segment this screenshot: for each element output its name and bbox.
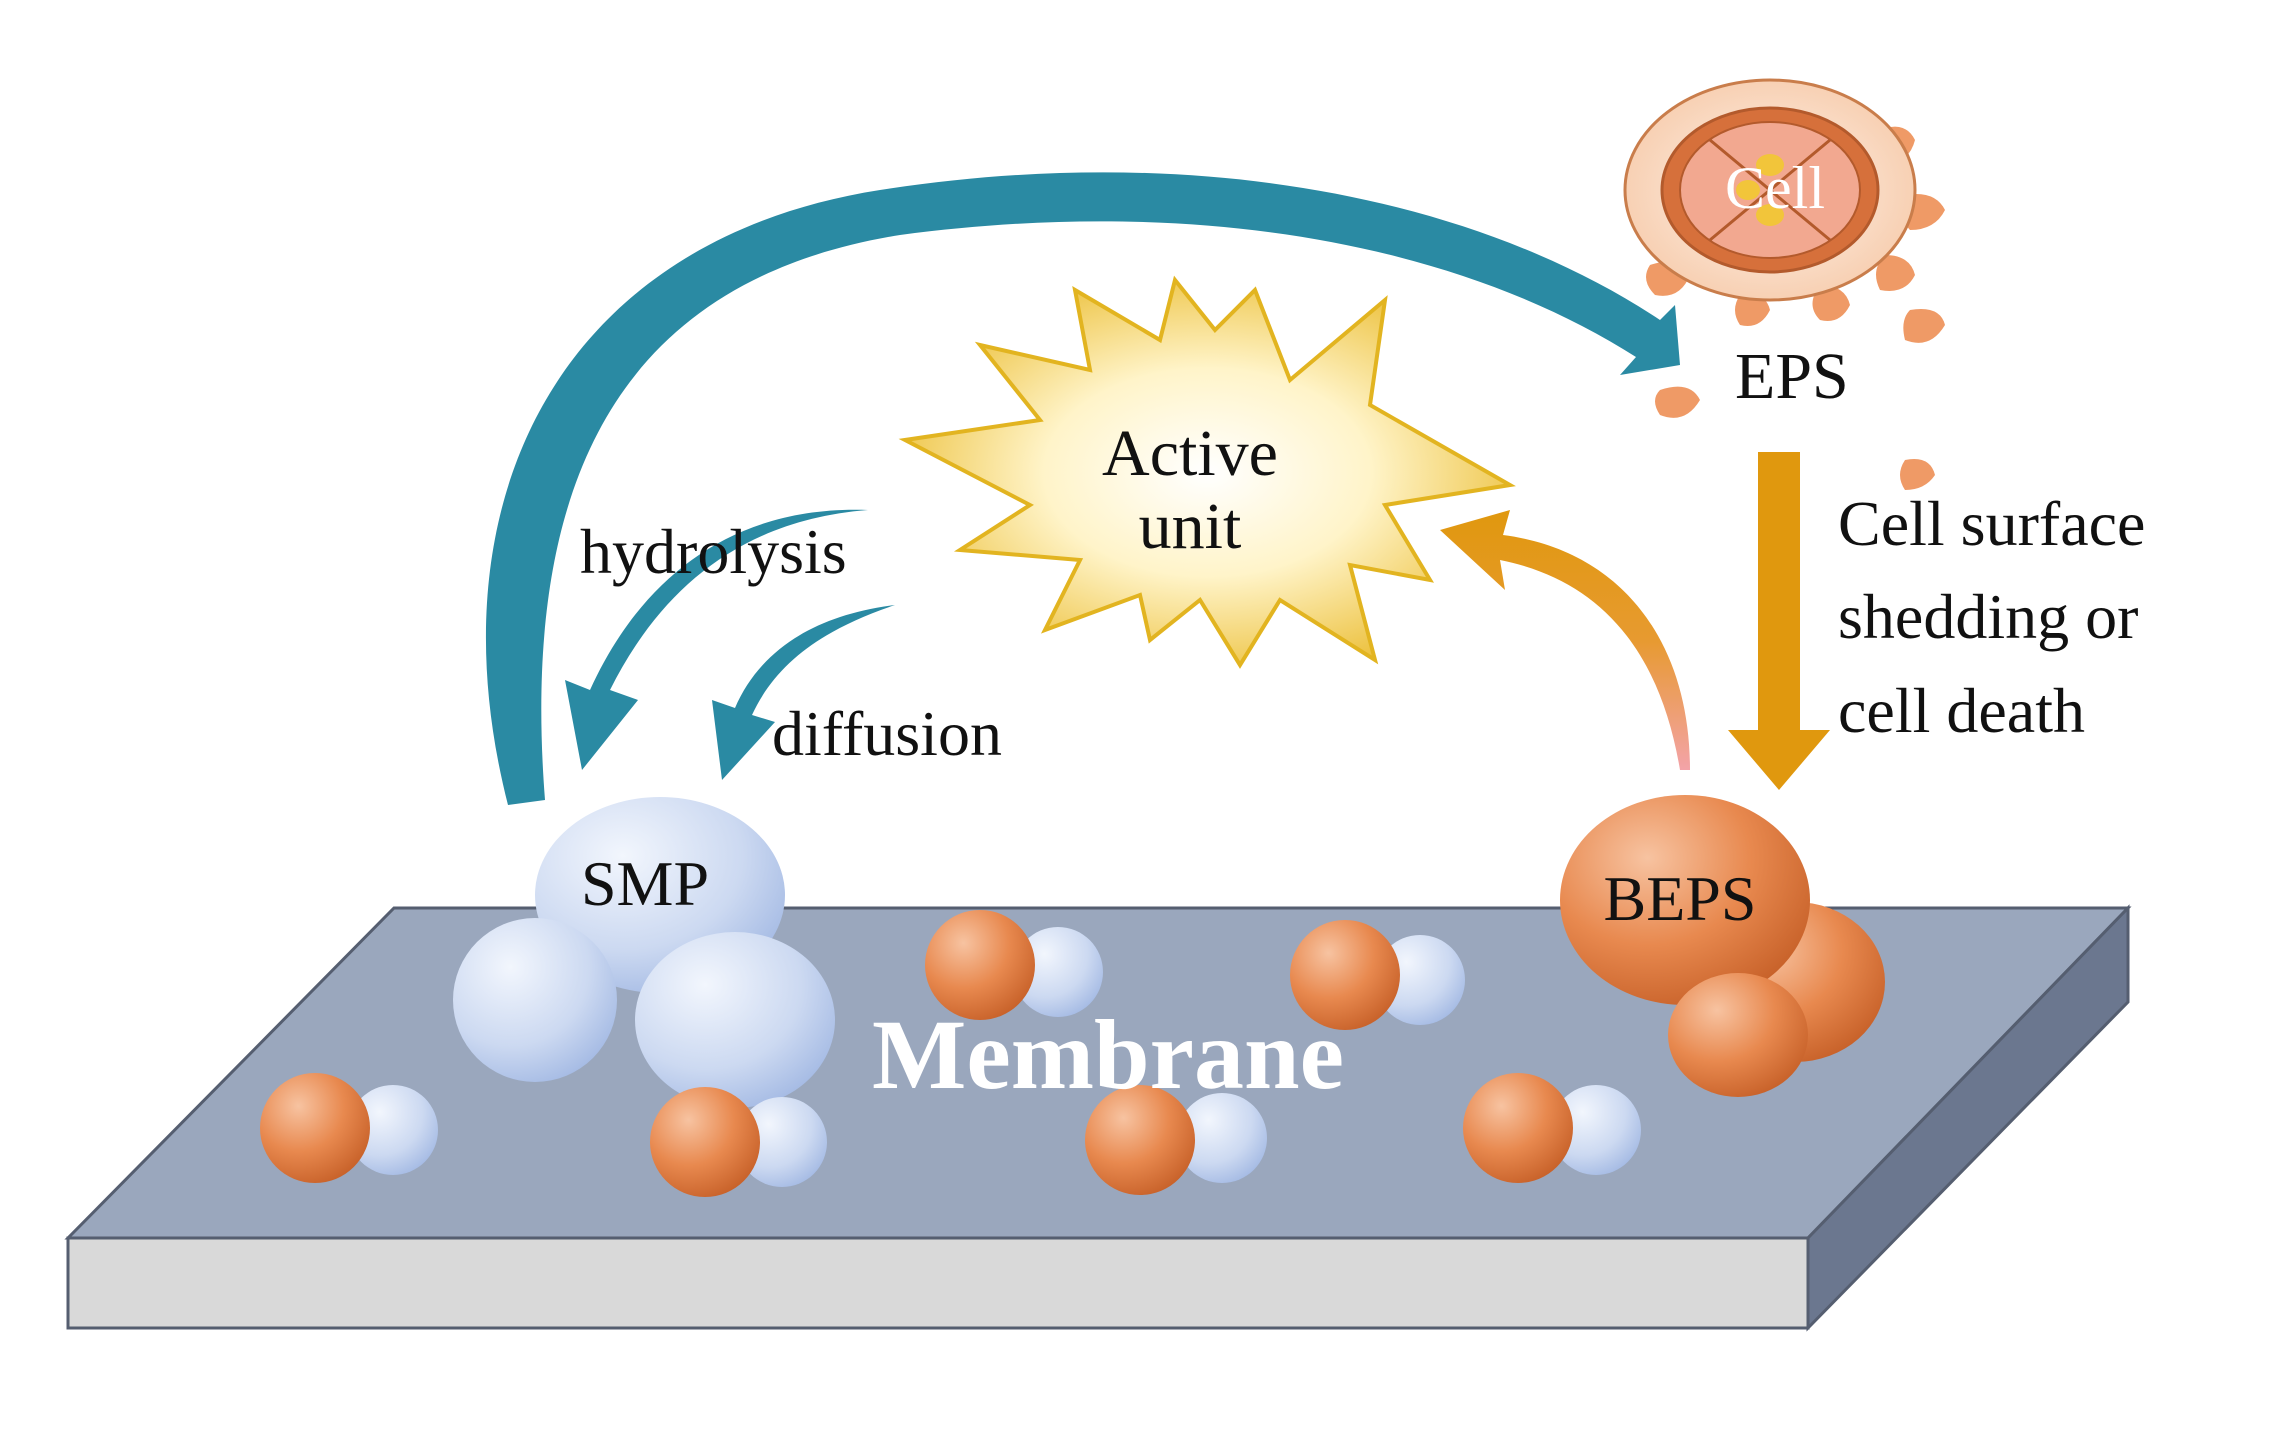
eps-label: EPS bbox=[1735, 340, 1849, 413]
smp-particle bbox=[453, 918, 617, 1082]
cell-label: Cell bbox=[1725, 155, 1825, 221]
smp-cluster: SMP bbox=[453, 797, 835, 1108]
smp-particle bbox=[635, 932, 835, 1108]
particle-pair bbox=[1085, 1085, 1267, 1195]
membrane-label: Membrane bbox=[872, 999, 1344, 1110]
hydrolysis-label: hydrolysis bbox=[580, 516, 847, 587]
particle-pair bbox=[1463, 1073, 1641, 1183]
particle-pairs bbox=[260, 910, 1641, 1197]
shedding-label-line3: cell death bbox=[1838, 675, 2085, 746]
beps-label: BEPS bbox=[1604, 863, 1757, 934]
arrow-eps-to-beps bbox=[1728, 452, 1830, 790]
arrow-hydrolysis bbox=[565, 509, 868, 770]
particle-pair bbox=[1290, 920, 1465, 1030]
beps-particle bbox=[1668, 973, 1808, 1097]
organelle bbox=[1756, 204, 1784, 226]
membrane-front-face bbox=[66, 1236, 1810, 1330]
diffusion-label: diffusion bbox=[772, 698, 1002, 769]
particle-pair bbox=[260, 1073, 438, 1183]
smp-label: SMP bbox=[581, 848, 709, 919]
organelle bbox=[1756, 154, 1784, 176]
shedding-label-line1: Cell surface bbox=[1838, 488, 2145, 559]
beps-particle bbox=[1560, 795, 1810, 1005]
shedding-label-line2: shedding or bbox=[1838, 581, 2138, 652]
arrow-diffusion bbox=[712, 605, 895, 780]
organelle bbox=[1736, 180, 1760, 200]
cell-with-eps: Cell bbox=[1623, 78, 1945, 490]
cell-organelles bbox=[1709, 138, 1831, 242]
active-unit-label-line2: unit bbox=[1139, 490, 1242, 563]
particle-pair bbox=[925, 910, 1103, 1020]
active-unit-label-line1: Active bbox=[1102, 417, 1278, 490]
active-unit-starburst bbox=[898, 275, 1516, 669]
particle-pair bbox=[650, 1087, 827, 1197]
arrow-beps-to-active bbox=[1440, 510, 1690, 770]
beps-cluster: BEPS bbox=[1560, 795, 1885, 1097]
